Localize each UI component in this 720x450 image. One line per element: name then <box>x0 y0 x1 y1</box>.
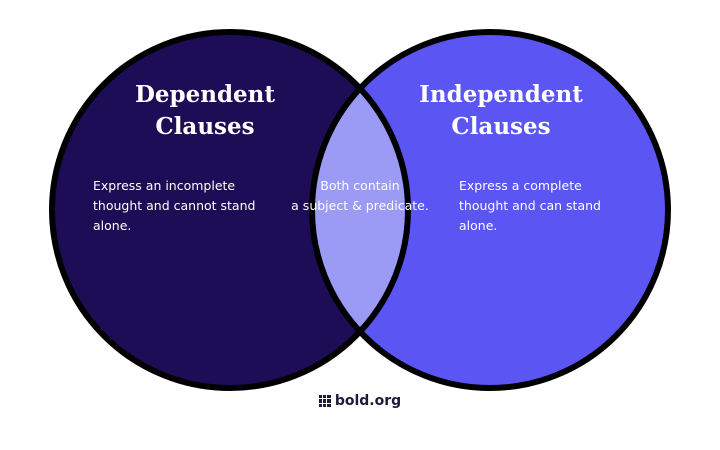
overlap-desc-line2: a subject & predicate. <box>291 198 429 213</box>
left-circle-outline <box>49 29 411 391</box>
right-title-line1: Independent <box>419 81 583 108</box>
left-title-line1: Dependent <box>134 81 276 108</box>
left-desc-line1: Express an incomplete <box>93 178 236 193</box>
right-desc-line3: alone. <box>459 218 498 233</box>
right-desc-line1: Express a complete <box>459 178 582 193</box>
left-description: Express an incomplete thought and cannot… <box>93 176 283 236</box>
overlap-desc-line1: Both contain <box>320 178 400 193</box>
left-title-line2: Clauses <box>155 113 255 140</box>
overlap-description: Both contain a subject & predicate. <box>283 176 437 216</box>
right-circle <box>312 32 668 388</box>
left-title: Dependent Clauses <box>100 79 310 143</box>
grid-logo-icon <box>318 395 331 407</box>
left-desc-line2: thought and cannot stand <box>93 198 256 213</box>
right-title: Independent Clauses <box>396 79 606 143</box>
right-title-line2: Clauses <box>451 113 551 140</box>
left-circle <box>52 32 408 388</box>
brand-logo: bold.org <box>0 393 720 409</box>
right-circle-outline <box>309 29 671 391</box>
left-desc-line3: alone. <box>93 218 132 233</box>
right-desc-line2: thought and can stand <box>459 198 601 213</box>
brand-text: bold.org <box>334 393 402 409</box>
right-description: Express a complete thought and can stand… <box>459 176 639 236</box>
